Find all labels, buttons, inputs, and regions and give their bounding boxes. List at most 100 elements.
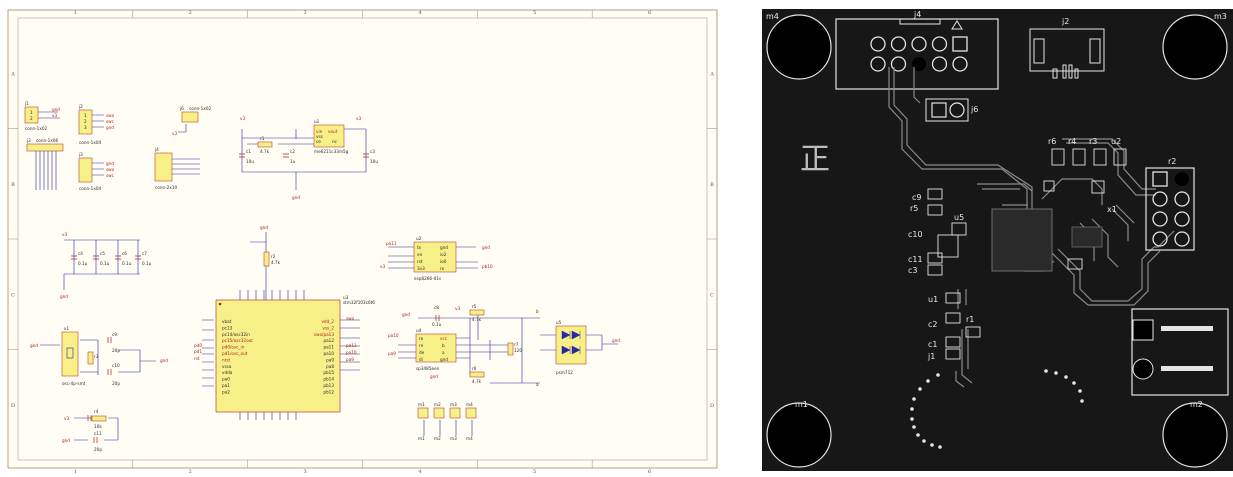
u2-pad — [1174, 191, 1190, 207]
u2-pad-square — [1152, 171, 1168, 187]
part-j2-net3: gnd — [106, 125, 114, 130]
label-c9: r5 — [910, 204, 918, 213]
part-u2-pin-3v3: 3v3 — [417, 266, 425, 271]
part-u5-name: psm712 — [556, 370, 573, 375]
pcb-j2-outline — [1029, 28, 1105, 72]
part-u4-pin-vcc: vcc — [440, 336, 448, 341]
part-j3b-name: conn-1x06 — [36, 138, 58, 143]
mcu-pin-pa11: pa11 — [323, 345, 334, 350]
c10-value: 20p — [112, 381, 120, 386]
caps-crystal — [87, 337, 112, 443]
r4-value: 10k — [94, 424, 102, 429]
net-swo: swo — [346, 316, 355, 321]
part-j3-name: conn-1x04 — [79, 186, 101, 191]
label-c11: c3 — [908, 266, 918, 275]
c11-ref: c11 — [94, 431, 102, 436]
r5-ref: r5 — [472, 304, 477, 309]
via-13 — [1064, 375, 1068, 379]
sheet-paper — [7, 9, 718, 469]
pcb-ic-mcu — [991, 208, 1053, 272]
hole-m4 — [766, 14, 832, 80]
smd-part-4 — [927, 188, 943, 200]
part-j1-net1: gnd — [52, 107, 60, 112]
part-j6-net: v3 — [172, 131, 177, 136]
j4-pad — [890, 56, 907, 72]
zone-col-1-bottom: 1 — [74, 469, 77, 475]
mcu-pin-pd0-osc_in: pd0/osc_in — [222, 345, 245, 350]
part-u3-ref: u3 — [343, 295, 349, 300]
r6-body — [469, 371, 485, 378]
part-j2-pin3: 3 — [84, 125, 87, 130]
part-u2-pin-en: en — [417, 252, 423, 257]
zone-col-3-bottom: 3 — [303, 469, 306, 475]
part-u2-pin-io2: io2 — [440, 252, 447, 257]
smd-part-11 — [945, 336, 961, 348]
part-u1-body — [313, 124, 345, 148]
r2-body — [263, 251, 270, 267]
part-u5-diode-top — [561, 330, 581, 340]
part-j3-1x06: j3 conn-1x06 — [26, 138, 64, 152]
part-u4-pin-de: de — [419, 350, 425, 355]
r1-value: 4.7k — [260, 149, 270, 154]
r5-body — [469, 309, 485, 316]
mh-ref-m4: m4 — [466, 402, 473, 407]
part-u4-net-v3: v3 — [455, 306, 460, 311]
part-u1-ref: u1 — [314, 119, 320, 124]
part-u5-net-gnd: gnd — [612, 338, 620, 343]
mcu-pin-vdda: vdda — [222, 370, 233, 375]
via-3 — [912, 397, 916, 401]
smd-part-2 — [1093, 148, 1107, 166]
part-u2-ref: u2 — [416, 236, 422, 241]
pcb-u5-pad — [1071, 226, 1103, 248]
u2-pad — [1174, 231, 1190, 247]
mh-body-m2 — [433, 407, 445, 419]
mcu-pin-pc15-osc32out: pc15/osc32out — [222, 338, 253, 343]
caps-decoupling — [71, 255, 141, 260]
smd-part-16 — [937, 234, 959, 258]
net-pd1: pd1 — [194, 349, 202, 354]
label-m3: m3 — [1214, 12, 1227, 21]
part-u4-net-pa10: pa10 — [388, 333, 399, 338]
r2-value: 4.7k — [271, 260, 281, 265]
part-u2: u2 tx en rst 3v3 gnd io2 io0 rx esp8266-… — [380, 236, 493, 281]
smd-part-13 — [965, 326, 981, 338]
part-u2-name: esp8266-01s — [414, 276, 441, 281]
mh-name-m1: m1 — [418, 436, 425, 441]
mcu-pin-pa2: pa2 — [222, 389, 230, 394]
mcu-pin-pc14-osc32in: pc14/osc32in — [222, 332, 250, 337]
zone-row-D-right: D — [710, 403, 714, 409]
part-j1-name: conn-1x02 — [25, 126, 47, 131]
label-m4: m4 — [766, 12, 779, 21]
part-j6-body — [181, 111, 199, 123]
part-j3-net1: gnd — [106, 161, 114, 166]
c9-ref: c9 — [112, 332, 117, 337]
part-u5-diode-bottom — [561, 345, 581, 355]
part-u4-net-gnd: gnd — [402, 312, 410, 317]
mcu-pin-pb13: pb13 — [323, 383, 334, 388]
pcb-j1-bar1 — [1161, 326, 1213, 331]
pcb-j4-triangle — [951, 20, 963, 30]
label-r6: r4 — [1068, 137, 1076, 146]
c4-value: 0.1u — [78, 261, 88, 266]
mcu-pin-pd1-osc_out: pd1/osc_out — [222, 351, 248, 356]
c5-value: 0.1u — [100, 261, 110, 266]
net-rst: rst — [194, 356, 200, 361]
j4-pad — [911, 36, 927, 52]
silk-character: 正 — [800, 142, 830, 177]
smd-part-8 — [927, 264, 943, 276]
label-m2: m2 — [1190, 400, 1203, 409]
j4-pad — [931, 56, 948, 72]
part-x1-body — [61, 331, 79, 377]
part-x1-crystal — [66, 347, 74, 359]
via-8 — [922, 439, 926, 443]
mh-ref-m1: m1 — [418, 402, 425, 407]
mh-name-m3: m3 — [450, 436, 457, 441]
mh-body-m1 — [417, 407, 429, 419]
c3-value: 10u — [370, 159, 378, 164]
via-14 — [1072, 381, 1076, 385]
via-9 — [930, 443, 934, 447]
zone-col-2-top: 2 — [189, 10, 192, 16]
r6-value: 4.7k — [472, 379, 482, 384]
hole-m2 — [1162, 402, 1228, 468]
